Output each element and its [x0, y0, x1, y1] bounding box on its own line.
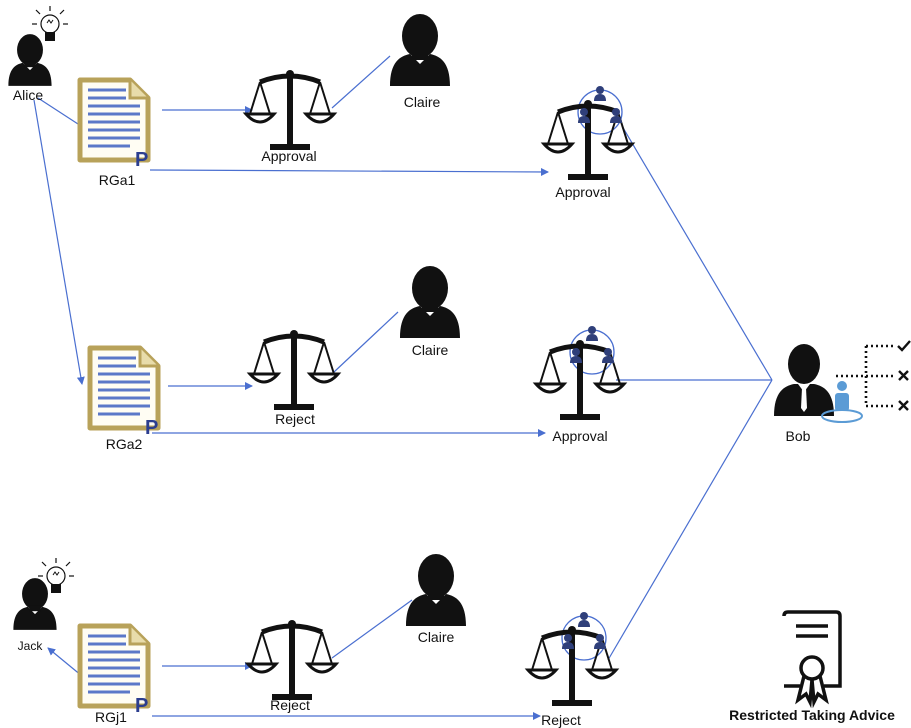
claire-2-label: Claire: [411, 342, 449, 358]
doc-1-label: RGa1: [98, 172, 136, 188]
gscales-3-group-scales-icon: [528, 612, 616, 706]
bob-manager-icon: [774, 344, 834, 416]
doc-1-document-icon: [80, 80, 148, 171]
checklist-icon: [836, 344, 894, 408]
gscales-2-group-scales-icon: [536, 326, 624, 420]
scales-1-label: Approval: [261, 148, 317, 164]
doc-2-label: RGa2: [105, 436, 143, 452]
jack-person-icon: [13, 578, 57, 630]
connector-alice-doc2: [33, 99, 85, 385]
connector-doc3-jack: [47, 647, 83, 677]
alice-lightbulb-icon: [31, 5, 69, 42]
scales-2-label: Reject: [275, 411, 315, 427]
badge-person-icon: [821, 381, 863, 423]
gscales-1-group-scales-icon: [544, 86, 632, 180]
gscales-3-label: Reject: [541, 712, 581, 728]
scales-1-scales-icon: [246, 70, 334, 150]
connector-alice-doc1: [37, 97, 79, 125]
claire-1-person-icon: [390, 14, 450, 86]
connector-scales3-claire3: [331, 599, 413, 659]
scales-3-scales-icon: [248, 620, 336, 700]
scales-3-label: Reject: [270, 697, 310, 713]
alice-label: Alice: [12, 87, 44, 103]
connector-scales2-claire2: [333, 311, 399, 373]
claire-3-person-icon: [406, 554, 466, 626]
alice-person-icon: [8, 34, 52, 86]
connector-gscales1-bob: [621, 125, 773, 381]
claire-3-label: Claire: [417, 629, 455, 645]
gscales-2-label: Approval: [552, 428, 608, 444]
checklist-marks: [897, 340, 911, 411]
scales-2-scales-icon: [250, 330, 338, 410]
doc-3-label: RGj1: [95, 709, 127, 725]
certificate-icon: [782, 610, 842, 709]
claire-2-person-icon: [400, 266, 460, 338]
connector-scales1-claire1: [331, 55, 391, 109]
doc-2-document-icon: [90, 348, 158, 439]
connector-gscales3-bob: [607, 379, 773, 661]
doc-3-document-icon: [80, 626, 148, 717]
gscales-1-label: Approval: [555, 184, 611, 200]
certificate-label: Restricted Taking Advice: [729, 707, 895, 723]
claire-1-label: Claire: [403, 94, 441, 110]
bob-label: Bob: [785, 428, 811, 444]
jack-label: Jack: [17, 639, 43, 653]
connector-doc1-gscales1: [149, 167, 549, 176]
